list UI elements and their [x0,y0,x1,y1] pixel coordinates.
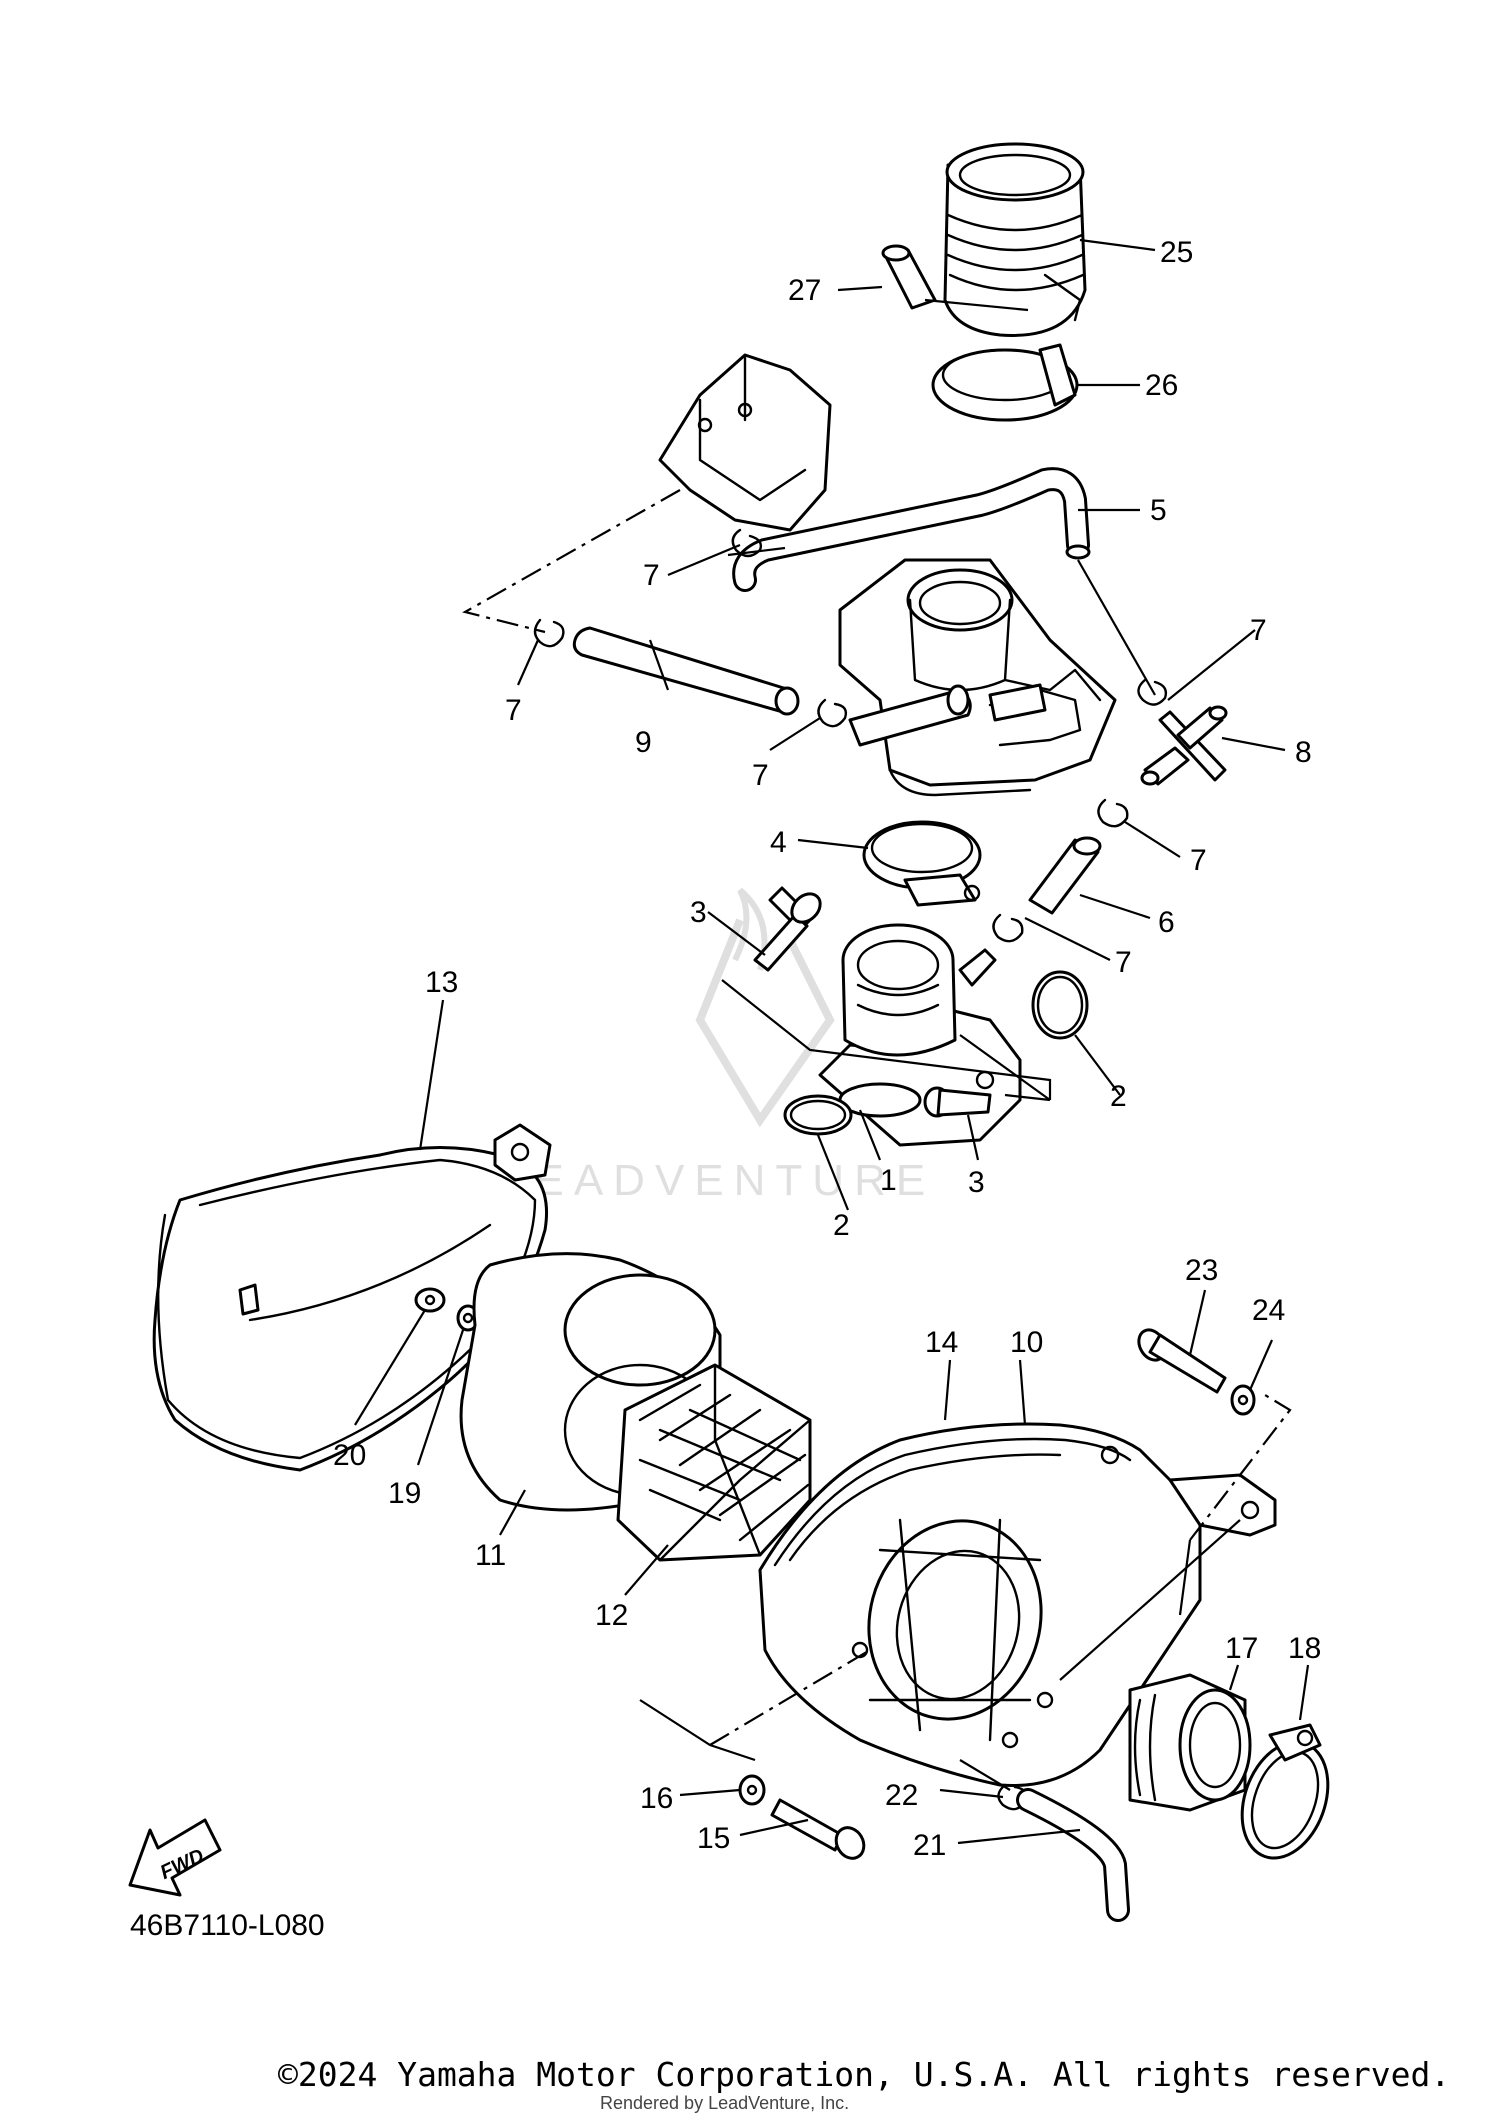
callout-3: 3 [690,896,707,929]
callout-13: 13 [425,966,458,999]
part-3-bolt-upper [753,886,822,972]
callout-10: 10 [1010,1326,1043,1359]
callout-25: 25 [1160,236,1193,269]
part-25-intake-duct [943,142,1087,337]
carburetor [838,558,1117,797]
part-12-guide [616,1363,812,1562]
drawing-code: 46B7110-L080 [130,1909,325,1942]
assembly-lines [462,298,1292,1791]
rendered-by-notice: Rendered by LeadVenture, Inc. [600,2093,850,2113]
part-9-hose [572,626,800,716]
callout-9: 9 [635,726,652,759]
part-6-hose [1028,836,1102,915]
part-20-grommet [414,1287,446,1313]
part-2-o-rings [783,970,1089,1136]
callout-19: 19 [388,1477,421,1510]
callout-7: 7 [643,559,660,592]
callout-16: 16 [640,1782,673,1815]
part-26-clamp [931,343,1079,422]
callout-21: 21 [913,1829,946,1862]
callout-27: 27 [788,274,821,307]
leadventure-watermark: LEADVENTURE [500,887,935,1205]
part-5-hose [732,467,1091,592]
callout-5: 5 [1150,494,1167,527]
callout-12: 12 [595,1599,628,1632]
part-18-clamp [1240,1723,1330,1860]
callout-7: 7 [1250,614,1267,647]
callout-24: 24 [1252,1294,1285,1327]
clips-7 [533,528,1168,943]
callout-8: 8 [1295,736,1312,769]
part-15-bolt [770,1798,866,1860]
part-14-case-body [758,1422,1277,1788]
part-27-hose [881,244,937,310]
callout-18: 18 [1288,1632,1321,1665]
part-23-bolt [1137,1328,1227,1394]
part-4-clamp [862,820,982,907]
fwd-arrow-icon: FWD [128,1818,222,1897]
callout-14: 14 [925,1326,958,1359]
callout-23: 23 [1185,1254,1218,1287]
callout-22: 22 [885,1779,918,1812]
part-17-joint [1128,1673,1252,1812]
part-21-hose [1016,1788,1130,1922]
callout-2: 2 [833,1209,850,1242]
callout-7: 7 [1115,946,1132,979]
callout-7: 7 [505,694,522,727]
copyright-notice: ©2024 Yamaha Motor Corporation, U.S.A. A… [278,2055,1451,2094]
svg-text:LEADVENTURE: LEADVENTURE [500,1156,935,1205]
breather-box [658,353,832,532]
callout-2: 2 [1110,1080,1127,1113]
callout-labels: 1 2 2 3 3 4 5 6 7 7 7 7 7 7 8 9 10 11 12… [333,236,1321,1862]
callout-17: 17 [1225,1632,1258,1665]
part-8-t-joint [1140,705,1228,786]
callout-3: 3 [968,1166,985,1199]
part-3-bolt-lower [923,1086,992,1118]
part-24-washer [1230,1384,1256,1416]
callout-leaders [354,238,1310,1845]
callout-7: 7 [752,759,769,792]
callout-26: 26 [1145,369,1178,402]
callout-15: 15 [697,1822,730,1855]
callout-1: 1 [880,1164,897,1197]
callout-4: 4 [770,826,787,859]
callout-11: 11 [475,1539,506,1572]
part-16-washer [738,1774,766,1806]
callout-6: 6 [1158,906,1175,939]
callout-20: 20 [333,1439,366,1472]
callout-7: 7 [1190,844,1207,877]
